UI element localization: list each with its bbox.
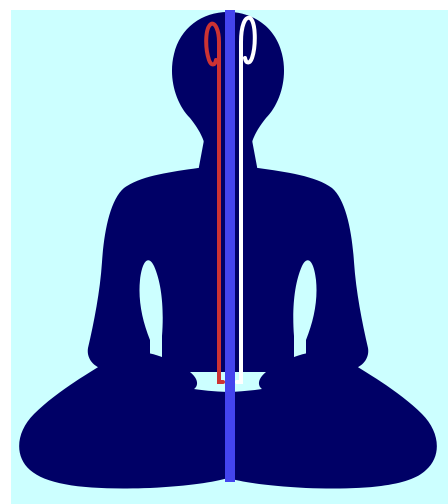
central-channel-line bbox=[225, 10, 235, 482]
